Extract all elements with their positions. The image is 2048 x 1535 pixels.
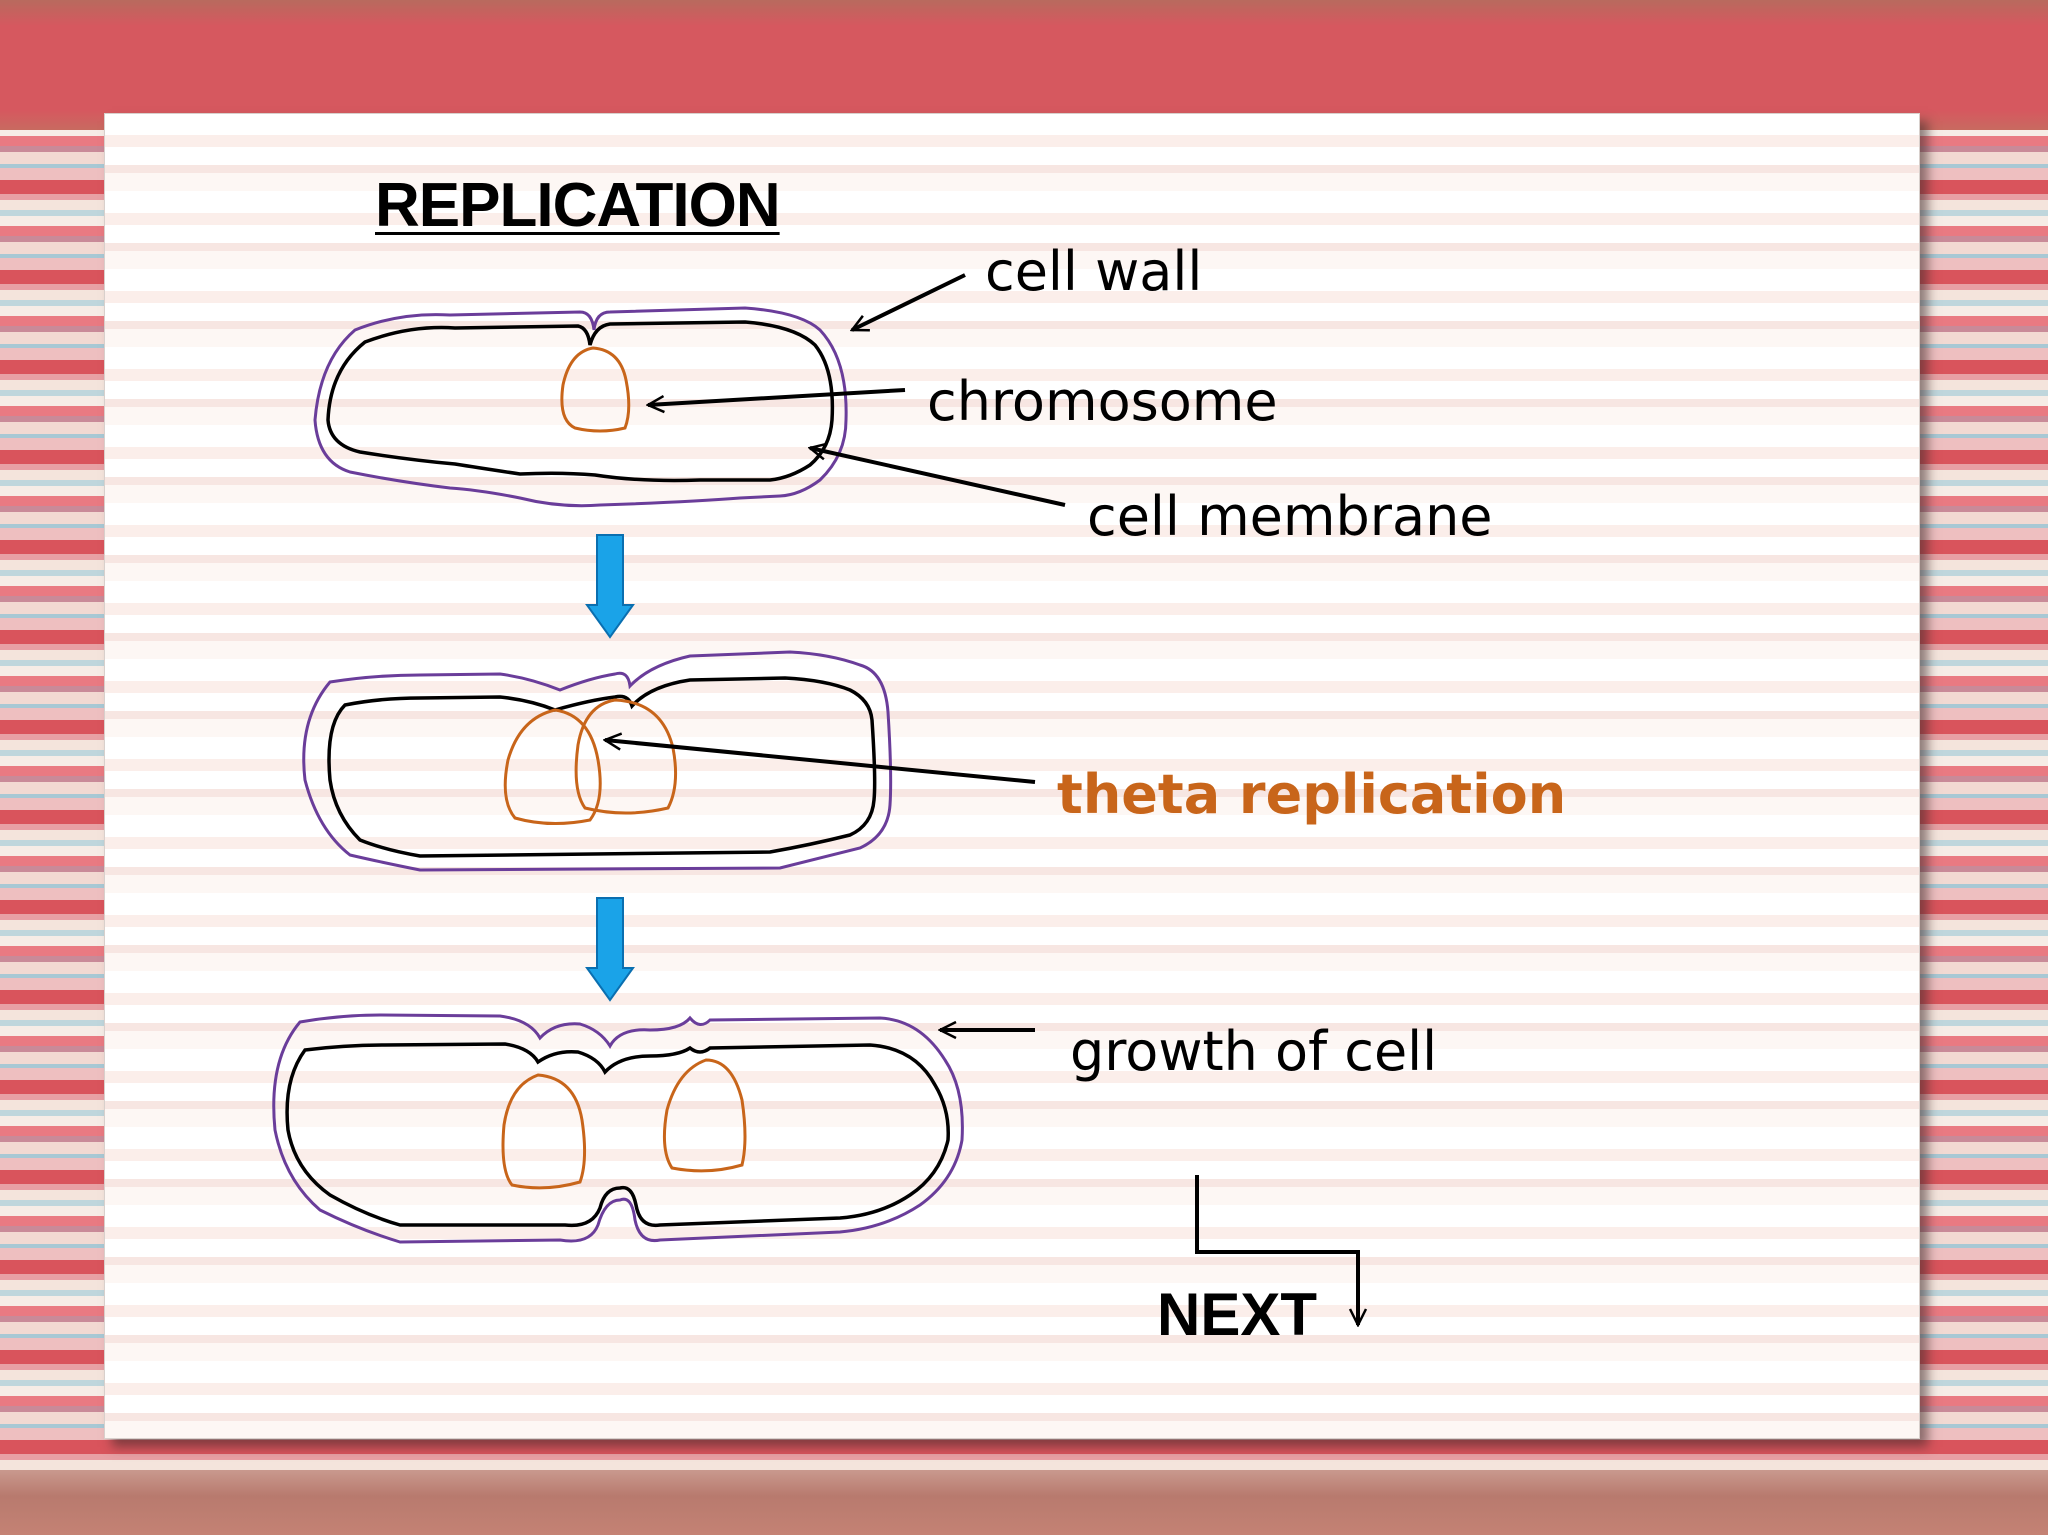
next-connector-line: [1195, 1175, 1358, 1325]
step-arrow-1: [585, 534, 635, 639]
cell-wall-1: [313, 306, 848, 508]
cell-membrane-1: [326, 320, 835, 483]
chromosome-1: [560, 346, 631, 433]
slide-title: REPLICATION: [375, 171, 781, 240]
pointer-cell-membrane: [810, 448, 1066, 507]
step-arrow-2: [585, 897, 635, 1002]
slide-panel: [104, 113, 1920, 1439]
cell-stage-2: [302, 650, 893, 872]
chromosome-2b: [574, 698, 678, 815]
cell-wall-3: [272, 1013, 964, 1244]
label-chromosome: chromosome: [927, 370, 1278, 433]
label-growth-of-cell: growth of cell: [1070, 1020, 1438, 1083]
chromosome-3a: [501, 1073, 587, 1190]
next-button[interactable]: NEXT: [1157, 1281, 1318, 1348]
cell-stage-1: [313, 306, 848, 508]
label-cell-membrane: cell membrane: [1087, 485, 1493, 548]
pointer-chromosome: [648, 388, 906, 405]
chromosome-2a: [503, 708, 602, 826]
pointer-cell-wall: [852, 273, 966, 332]
label-cell-wall: cell wall: [985, 240, 1203, 303]
cell-membrane-3: [285, 1042, 950, 1228]
cell-membrane-2: [327, 676, 877, 858]
label-theta-replication: theta replication: [1057, 763, 1567, 826]
top-stripe-band: [0, 0, 2048, 130]
cell-stage-3: [272, 1013, 964, 1244]
pointer-theta-replication: [605, 740, 1036, 784]
bottom-stripe-band: [0, 1470, 2048, 1535]
chromosome-3b: [662, 1058, 747, 1173]
cell-wall-2: [302, 650, 893, 872]
